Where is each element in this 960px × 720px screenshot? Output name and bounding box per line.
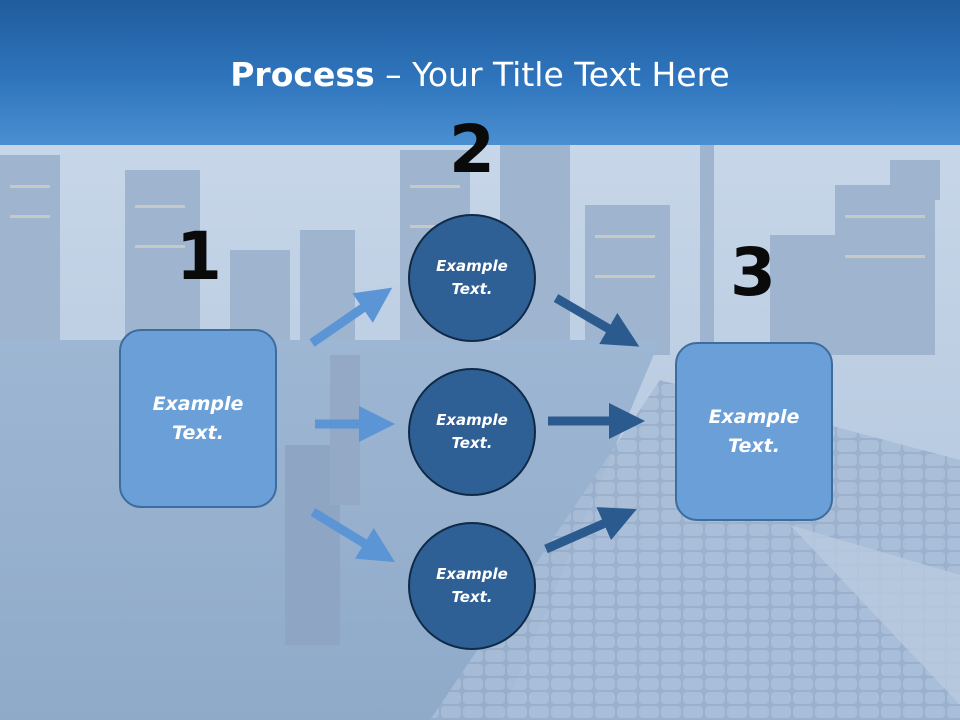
bottom-step-circle[interactable]: Example Text. [408, 522, 536, 650]
title-bold-part: Process [230, 55, 375, 94]
step-number-3: 3 [730, 234, 776, 311]
right-step-box[interactable]: Example Text. [675, 342, 833, 521]
step-number-2: 2 [449, 111, 495, 188]
title-rest-part: – Your Title Text Here [374, 55, 730, 94]
page-title: Process – Your Title Text Here [0, 54, 960, 96]
left-step-box[interactable]: Example Text. [119, 329, 277, 508]
middle-step-circle[interactable]: Example Text. [408, 368, 536, 496]
title-band: Process – Your Title Text Here [0, 0, 960, 145]
top-step-circle[interactable]: Example Text. [408, 214, 536, 342]
step-number-1: 1 [176, 218, 222, 295]
